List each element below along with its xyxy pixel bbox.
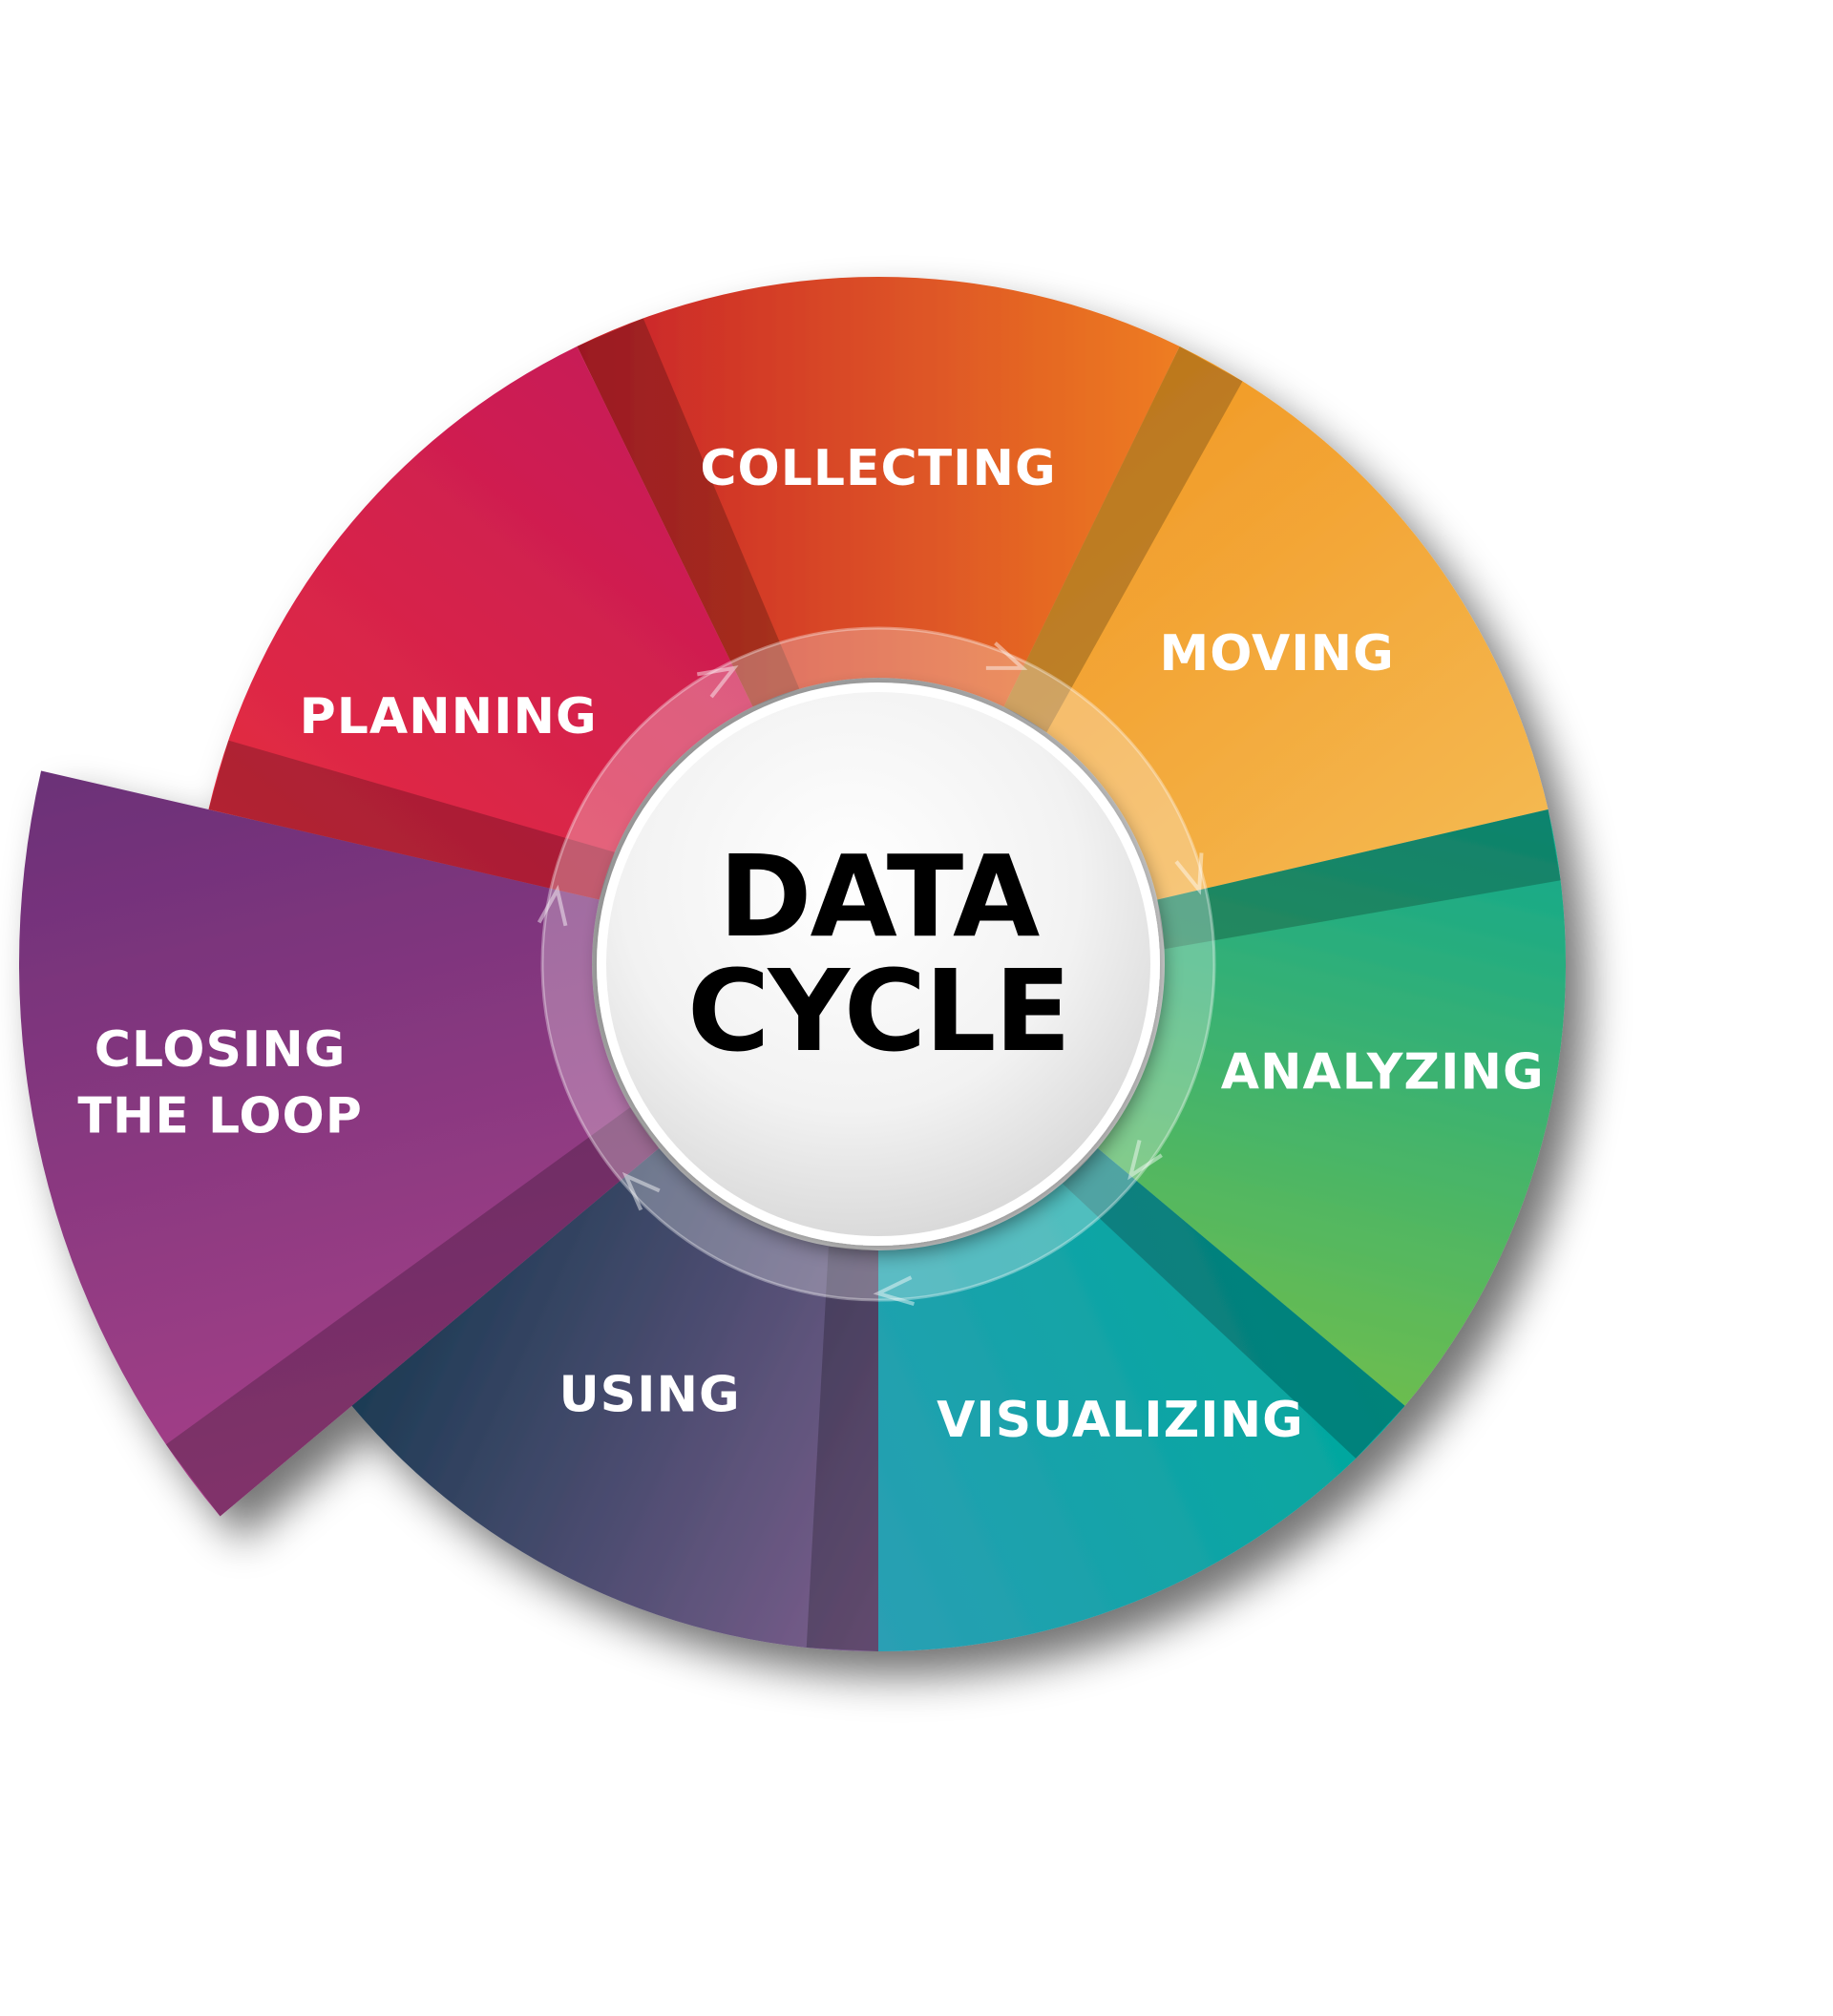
- ring-arrows: [537, 641, 1204, 1306]
- segment-label-analyzing: ANALYZING: [1221, 1043, 1545, 1101]
- segment-shade-analyzing: [1157, 809, 1561, 950]
- segment-label-closing-the-loop-line2: THE LOOP: [77, 1088, 362, 1145]
- ring-chevron-icon: [1174, 852, 1204, 895]
- segment-shade-using: [806, 1246, 878, 1651]
- segment-shade-moving: [1003, 346, 1243, 733]
- center-title-line1: DATA: [719, 830, 1040, 962]
- ring-chevron-icon: [537, 884, 568, 927]
- segment-labels: COLLECTING MOVING ANALYZING VISUALIZING USIN…: [77, 440, 1545, 1449]
- segment-visualizing: [878, 1147, 1405, 1651]
- cycle-segments: [19, 277, 1566, 1651]
- segment-label-closing-the-loop-line1: CLOSING: [95, 1021, 347, 1079]
- ring-chevron-icon: [622, 1171, 661, 1211]
- center-title-line2: CYCLE: [687, 945, 1069, 1077]
- segment-label-visualizing: VISUALIZING: [937, 1392, 1304, 1449]
- segment-planning: [208, 346, 753, 900]
- segment-shade-visualizing: [1062, 1147, 1405, 1459]
- segment-shade-planning: [208, 740, 615, 900]
- segment-using: [351, 1147, 878, 1651]
- segment-label-moving: MOVING: [1159, 625, 1394, 682]
- ring-chevron-icon: [1127, 1140, 1163, 1181]
- segment-label-using: USING: [558, 1367, 740, 1424]
- segment-shade-closing-the-loop: [165, 1107, 660, 1517]
- segment-shade-collecting: [577, 318, 800, 707]
- ring-chevron-icon: [985, 641, 1028, 670]
- segment-closing-the-loop: [19, 770, 660, 1517]
- center-circle: [597, 682, 1160, 1246]
- segment-label-planning: PLANNING: [300, 688, 598, 746]
- ring-chevron-icon: [696, 665, 739, 699]
- ring-chevron-icon: [873, 1275, 915, 1306]
- segment-analyzing: [1097, 809, 1566, 1406]
- segment-label-collecting: COLLECTING: [700, 440, 1056, 497]
